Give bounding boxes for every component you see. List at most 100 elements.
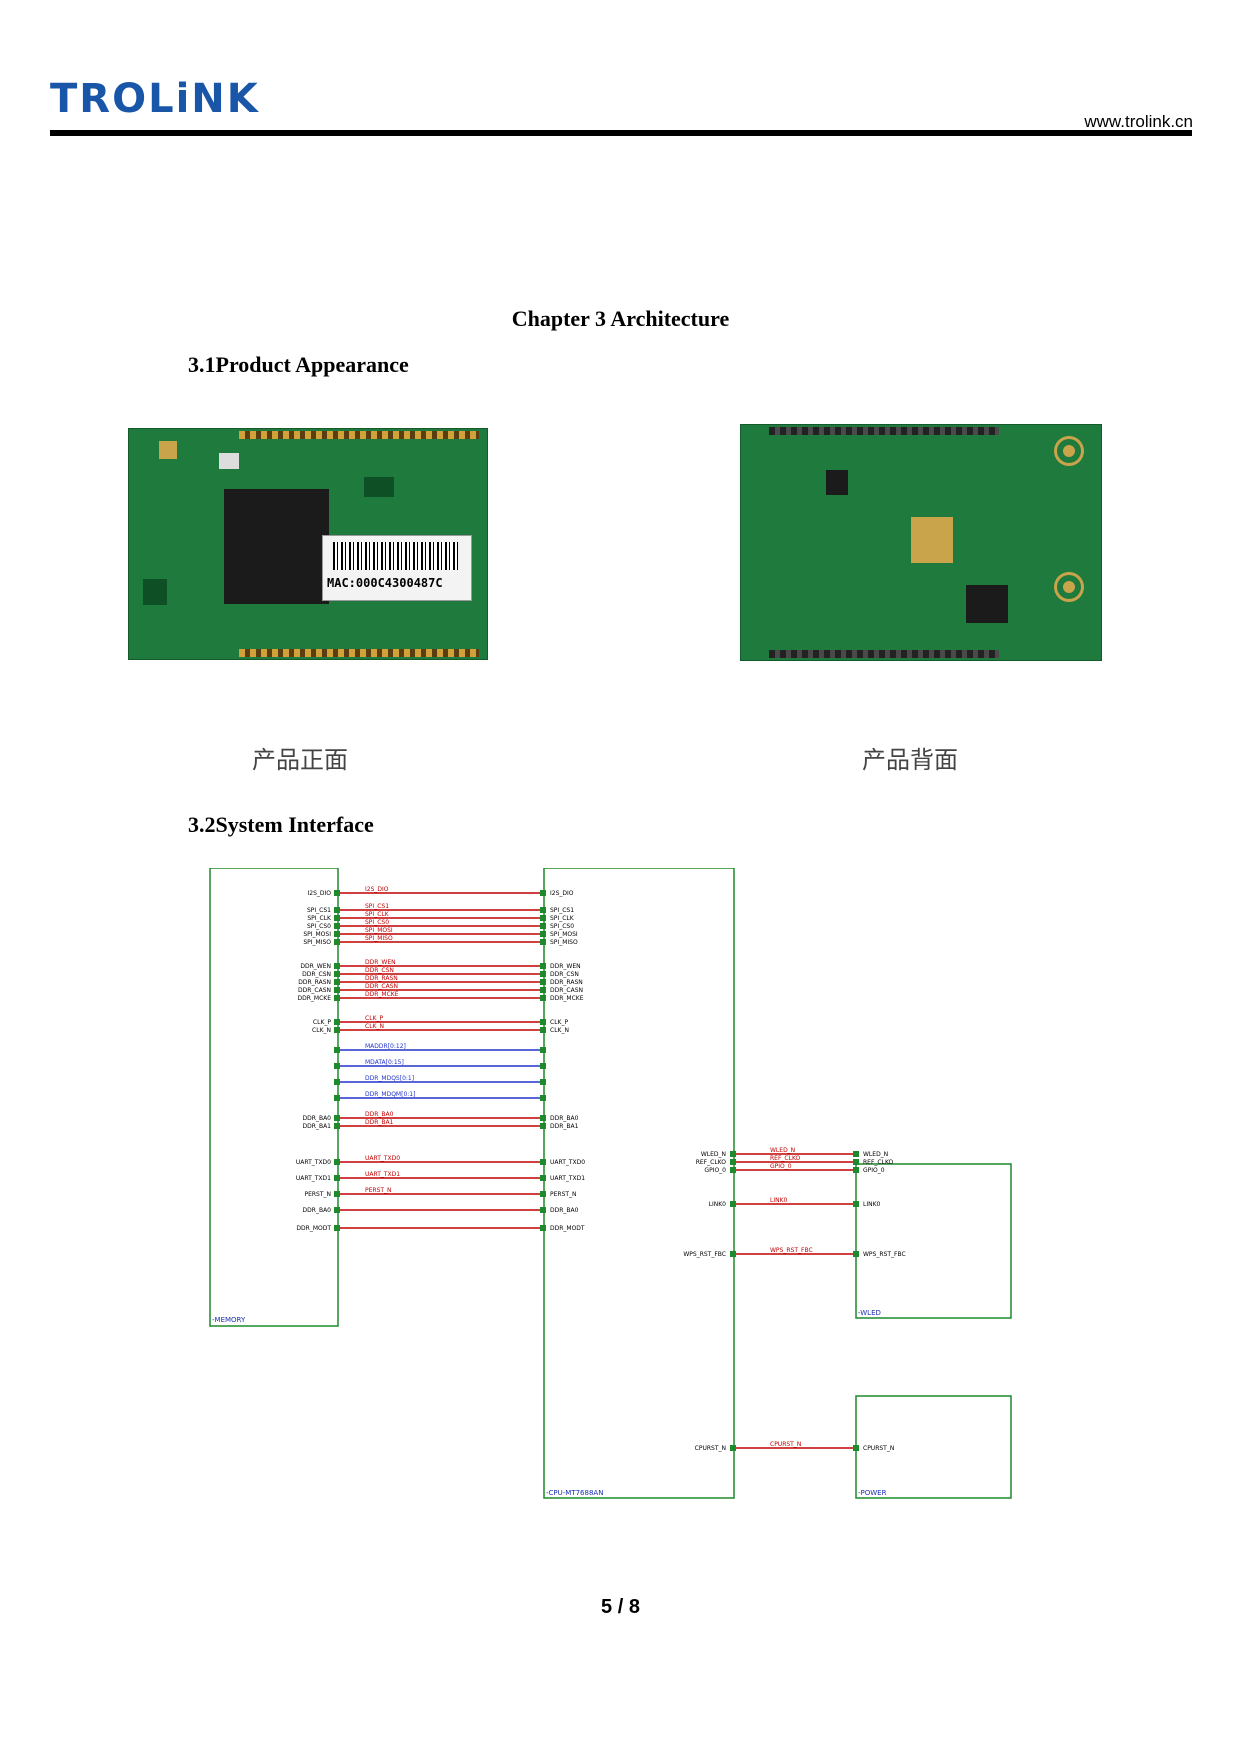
pin-marker bbox=[730, 1167, 736, 1173]
mac-sticker: MAC:000C4300487C bbox=[322, 535, 472, 601]
pin-marker bbox=[334, 1063, 340, 1069]
net-label: CLK_N bbox=[365, 1023, 384, 1030]
pin-marker bbox=[334, 890, 340, 896]
net-label: SPI_CS1 bbox=[365, 903, 389, 910]
net-label: SPI_MOSI bbox=[365, 927, 393, 934]
pin-marker bbox=[540, 1019, 546, 1025]
pin-marker bbox=[540, 1095, 546, 1101]
pin-marker bbox=[853, 1167, 859, 1173]
pin-marker bbox=[540, 915, 546, 921]
pin-marker bbox=[540, 1115, 546, 1121]
memory-port-label: PERST_N bbox=[304, 1191, 331, 1198]
cpu-port-label: SPI_CLK bbox=[550, 915, 575, 922]
pin-marker bbox=[540, 939, 546, 945]
front-bottom-pins bbox=[239, 649, 479, 657]
net-label: MADDR[0:12] bbox=[365, 1043, 406, 1050]
pin-marker bbox=[334, 915, 340, 921]
pin-marker bbox=[730, 1445, 736, 1451]
memory-port-label: DDR_CASN bbox=[298, 987, 331, 994]
pin-marker bbox=[853, 1251, 859, 1257]
pin-marker bbox=[334, 1175, 340, 1181]
power-block-label: -POWER bbox=[858, 1489, 887, 1497]
cpu-port-label: SPI_CS0 bbox=[550, 923, 574, 930]
pin-marker bbox=[540, 979, 546, 985]
cpu-port-label: REF_CLKO bbox=[696, 1159, 727, 1166]
system-interface-diagram: -MEMORY -CPU-MT7688AN -WLED -POWER I2S_D… bbox=[209, 868, 1012, 1499]
section-title-product-appearance: 3.1Product Appearance bbox=[188, 352, 409, 377]
pin-marker bbox=[334, 979, 340, 985]
memory-port-label: DDR_RASN bbox=[298, 979, 331, 986]
cpu-port-label: DDR_BA1 bbox=[550, 1123, 579, 1130]
pin-marker bbox=[334, 995, 340, 1001]
barcode bbox=[333, 542, 458, 570]
page-number: 5 / 8 bbox=[601, 1596, 640, 1618]
net-label: I2S_DIO bbox=[365, 886, 389, 893]
net-label: MDATA[0:15] bbox=[365, 1059, 404, 1066]
mount-hole-bottom bbox=[1057, 575, 1081, 599]
net-label: UART_TXD1 bbox=[365, 1171, 400, 1178]
pin-marker bbox=[334, 1079, 340, 1085]
pin-marker bbox=[334, 1115, 340, 1121]
wled-port-label: REF_CLKO bbox=[863, 1159, 894, 1166]
pin-marker bbox=[334, 907, 340, 913]
cpu-port-label: SPI_MISO bbox=[550, 939, 578, 946]
cpu-port-label: DDR_RASN bbox=[550, 979, 583, 986]
memory-port-label: CLK_N bbox=[312, 1027, 331, 1034]
cpu-block-label: -CPU-MT7688AN bbox=[546, 1489, 603, 1497]
soc-chip bbox=[224, 489, 329, 604]
pin-marker bbox=[334, 963, 340, 969]
net-label: PERST_N bbox=[365, 1187, 392, 1194]
cpu-block bbox=[543, 868, 735, 1499]
pin-marker bbox=[540, 987, 546, 993]
pad-group bbox=[143, 579, 167, 605]
pin-marker bbox=[334, 939, 340, 945]
net-label: DDR_BA0 bbox=[365, 1111, 394, 1118]
power-port-label: CPURST_N bbox=[863, 1445, 894, 1452]
net-label: LINK0 bbox=[770, 1197, 788, 1204]
pin-marker bbox=[540, 1027, 546, 1033]
cpu-port-label: LINK0 bbox=[709, 1201, 727, 1208]
cpu-port-label: DDR_CSN bbox=[550, 971, 579, 978]
cpu-port-label: SPI_CS1 bbox=[550, 907, 574, 914]
pin-marker bbox=[334, 1191, 340, 1197]
memory-port-label: UART_TXD1 bbox=[296, 1175, 331, 1182]
net-label: DDR_WEN bbox=[365, 959, 396, 966]
cpu-port-label: DDR_MCKE bbox=[550, 995, 584, 1002]
pin-marker bbox=[730, 1251, 736, 1257]
pin-marker bbox=[540, 1225, 546, 1231]
memory-port-label: SPI_CS0 bbox=[307, 923, 331, 930]
net-label: SPI_CS0 bbox=[365, 919, 389, 926]
net-label: SPI_MISO bbox=[365, 935, 393, 942]
pin-marker bbox=[540, 890, 546, 896]
wled-block-label: -WLED bbox=[858, 1309, 881, 1317]
cpu-port-label: CPURST_N bbox=[695, 1445, 726, 1452]
pin-marker bbox=[540, 971, 546, 977]
cpu-port-label: CLK_P bbox=[550, 1019, 568, 1026]
center-pad bbox=[911, 517, 953, 563]
section-title-system-interface: 3.2System Interface bbox=[188, 812, 374, 837]
net-label: REF_CLKO bbox=[770, 1155, 801, 1162]
cpu-port-label: DDR_BA0 bbox=[550, 1115, 579, 1122]
pin-marker bbox=[334, 1159, 340, 1165]
front-top-pins bbox=[239, 431, 479, 439]
pin-marker bbox=[730, 1159, 736, 1165]
pin-marker bbox=[853, 1445, 859, 1451]
wled-port-label: LINK0 bbox=[863, 1201, 881, 1208]
front-caption: 产品正面 bbox=[252, 746, 348, 774]
net-label: DDR_CASN bbox=[365, 983, 398, 990]
mac-label: MAC:000C4300487C bbox=[327, 576, 443, 590]
pin-marker bbox=[540, 1191, 546, 1197]
memory-port-label: SPI_MOSI bbox=[303, 931, 331, 938]
cpu-port-label: DDR_CASN bbox=[550, 987, 583, 994]
net-label: DDR_BA1 bbox=[365, 1119, 394, 1126]
pin-marker bbox=[540, 1063, 546, 1069]
pin-marker bbox=[540, 1047, 546, 1053]
cpu-port-label: WLED_N bbox=[701, 1151, 726, 1158]
memory-port-label: DDR_WEN bbox=[300, 963, 331, 970]
back-caption: 产品背面 bbox=[862, 746, 958, 774]
memory-port-label: SPI_CS1 bbox=[307, 907, 331, 914]
header-divider bbox=[50, 130, 1192, 136]
cpu-port-label: GPIO_0 bbox=[704, 1167, 726, 1174]
pin-marker bbox=[540, 1175, 546, 1181]
pin-marker bbox=[334, 987, 340, 993]
